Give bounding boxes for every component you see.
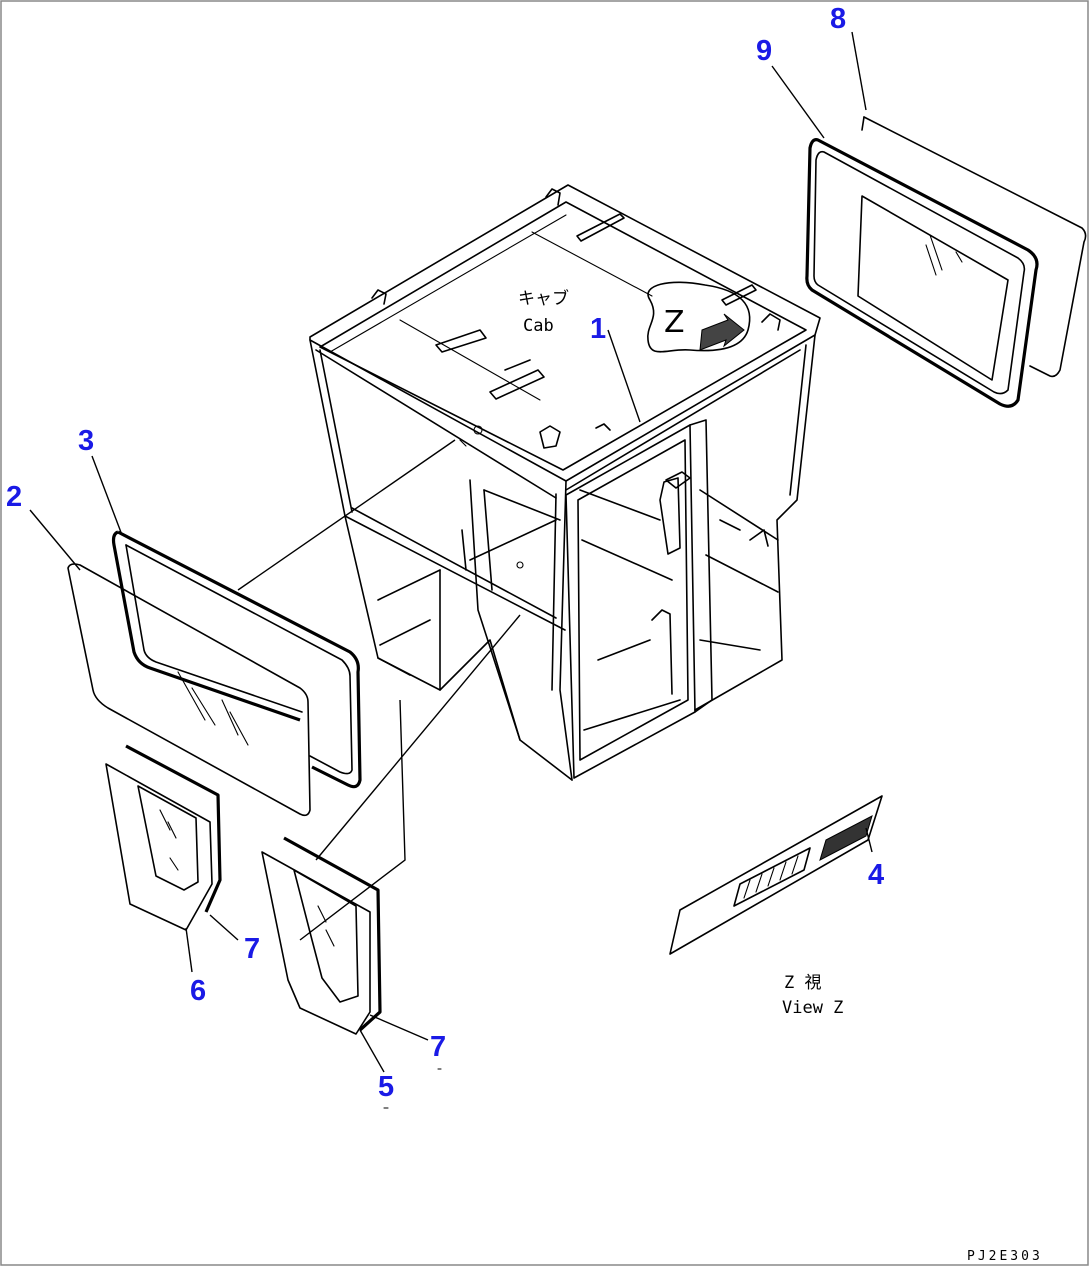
callout-8: 8 — [830, 3, 846, 35]
leader-lines — [29, 31, 873, 1109]
callout-3: 3 — [78, 425, 94, 457]
view-caption-jp: Z 視 — [784, 973, 821, 993]
side-window-assembly — [67, 530, 362, 817]
small-window-right — [261, 836, 382, 1035]
callout-4: 4 — [868, 859, 884, 891]
callout-5: 5 — [378, 1071, 394, 1103]
callout-7b: 7 — [430, 1031, 446, 1063]
small-window-left — [105, 744, 222, 931]
view-z-emblem — [669, 795, 883, 955]
rear-window-assembly — [805, 116, 1087, 408]
view-arrow-icon — [699, 313, 745, 351]
drawing-code: PJ2E303 — [967, 1249, 1043, 1264]
cab-label-jp: キャブ — [518, 288, 569, 309]
cab-label-en: Cab — [523, 316, 554, 336]
cab-body — [309, 184, 821, 781]
callout-2: 2 — [6, 481, 22, 513]
view-marker-letter: Z — [664, 305, 685, 340]
callout-1: 1 — [590, 313, 606, 345]
callout-9: 9 — [756, 35, 772, 67]
view-caption-en: View Z — [782, 998, 843, 1018]
callout-7a: 7 — [244, 933, 260, 965]
callout-6: 6 — [190, 975, 206, 1007]
view-z-marker: Z — [647, 281, 751, 353]
